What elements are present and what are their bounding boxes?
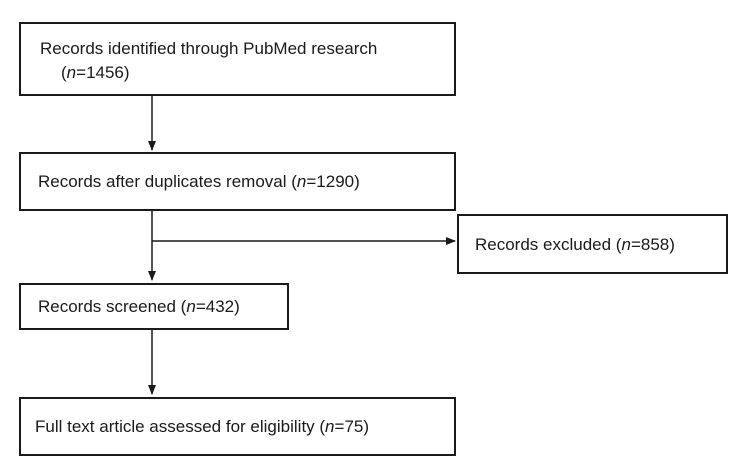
deduplicated-records-box: Records after duplicates removal (n=1290… (19, 152, 456, 211)
identified-records-box: Records identified through PubMed resear… (19, 22, 456, 96)
identified-records-line1: Records identified through PubMed resear… (40, 39, 378, 58)
excluded-records-label: Records excluded (n=858) (475, 235, 675, 254)
screened-records-label: Records screened (n=432) (38, 297, 240, 316)
fulltext-records-label: Full text article assessed for eligibili… (35, 417, 370, 436)
fulltext-records-box: Full text article assessed for eligibili… (19, 397, 456, 456)
excluded-records-box: Records excluded (n=858) (457, 214, 728, 274)
deduplicated-records-label: Records after duplicates removal (n=1290… (38, 172, 360, 191)
identified-records-count: (n=1456) (61, 63, 130, 82)
screened-records-box: Records screened (n=432) (19, 283, 289, 330)
